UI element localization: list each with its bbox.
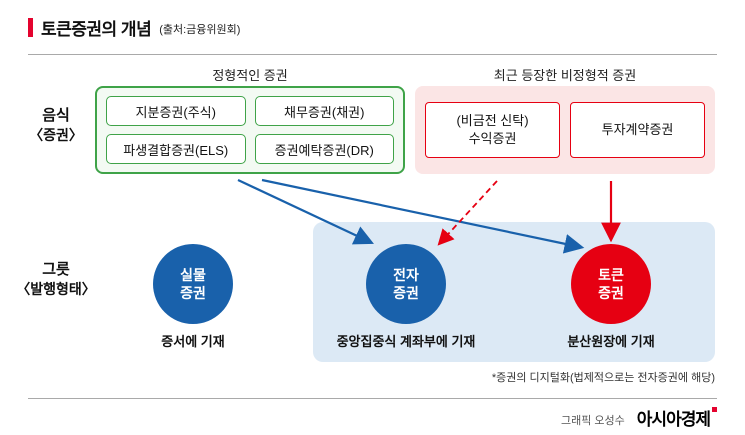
caption-token: 분산원장에 기재 xyxy=(567,334,655,349)
logo-text: 아시아경제 xyxy=(636,410,711,429)
caption-electronic: 중앙집중식 계좌부에 기재 xyxy=(336,334,476,349)
security-item-els: 파생결합증권(ELS) xyxy=(106,134,246,164)
caption-physical: 증서에 기재 xyxy=(161,334,225,349)
atypical-securities-box: (비금전 신탁) 수익증권 투자계약증권 xyxy=(415,86,715,174)
page-title: 토큰증권의 개념 xyxy=(41,20,152,39)
atypical-group-label: 최근 등장한 비정형적 증권 xyxy=(493,68,637,83)
security-item-equity: 지분증권(주식) xyxy=(106,96,246,126)
row-label-securities-main: 음식 xyxy=(42,107,70,124)
security-item-investment-contract: 투자계약증권 xyxy=(570,102,705,158)
graphic-credit: 그래픽 오성수 xyxy=(561,415,625,427)
formal-securities-box: 지분증권(주식) 채무증권(채권) 파생결합증권(ELS) 증권예탁증권(DR) xyxy=(95,86,405,174)
circle-electronic-securities: 전자 증권 xyxy=(366,244,446,324)
top-divider xyxy=(28,54,717,55)
title-accent-bar xyxy=(28,18,33,37)
source-label: (출처:금융위원회) xyxy=(159,24,241,36)
security-item-debt: 채무증권(채권) xyxy=(254,96,394,126)
logo-red-square-icon xyxy=(712,407,717,412)
formal-group-label: 정형적인 증권 xyxy=(212,68,288,83)
asia-economy-logo: 아시아경제 xyxy=(637,405,717,430)
row-label-forms-sub: 〈발행형태〉 xyxy=(16,281,96,297)
row-label-forms-main: 그릇 xyxy=(42,261,70,278)
row-label-securities: 음식 〈증권〉 xyxy=(20,104,92,145)
circle-physical-securities: 실물 증권 xyxy=(153,244,233,324)
security-item-trust: (비금전 신탁) 수익증권 xyxy=(425,102,560,158)
row-label-securities-sub: 〈증권〉 xyxy=(29,127,83,143)
bottom-divider xyxy=(28,398,717,399)
security-item-dr: 증권예탁증권(DR) xyxy=(254,134,394,164)
row-label-forms: 그릇 〈발행형태〉 xyxy=(14,258,98,299)
footer: 그래픽 오성수 아시아경제 xyxy=(561,405,717,430)
header: 토큰증권의 개념 (출처:금융위원회) xyxy=(28,15,240,40)
circle-token-securities: 토큰 증권 xyxy=(571,244,651,324)
footnote: *증권의 디지털화(법제적으로는 전자증권에 해당) xyxy=(491,372,715,384)
